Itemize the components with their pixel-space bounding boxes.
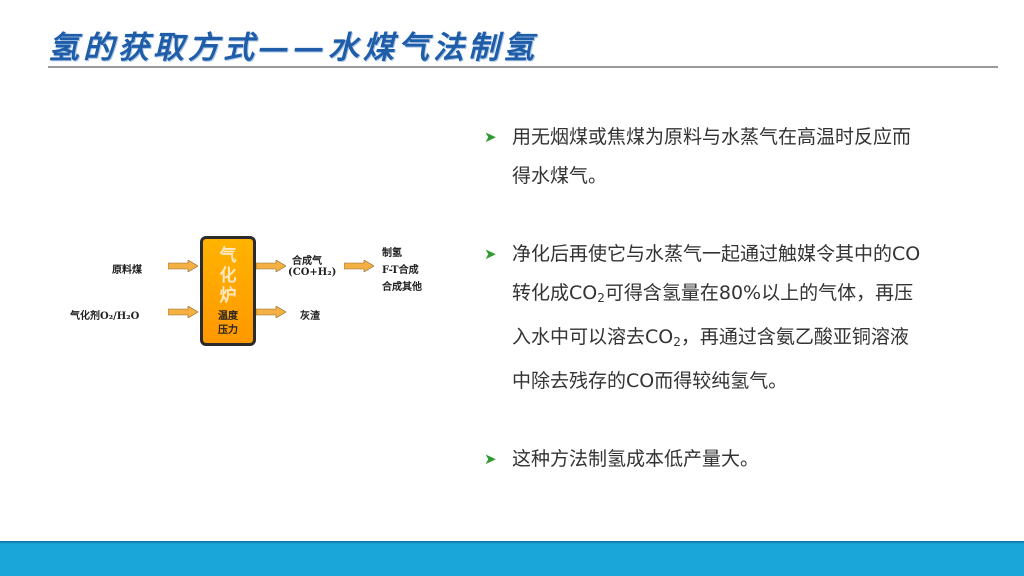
bullet-list: ➤ 用无烟煤或焦煤为原料与水蒸气在高温时反应而得水煤气。 ➤ 净化后再使它与水蒸…: [484, 118, 924, 479]
input-coal-label: 原料煤: [112, 265, 142, 276]
product-ft-synthesis: F-T合成: [382, 265, 419, 276]
bullet-text: 用无烟煤或焦煤为原料与水蒸气在高温时反应而得水煤气。: [512, 126, 912, 187]
bullet-item: ➤ 这种方法制氢成本低产量大。: [484, 440, 924, 479]
bullet-text: 这种方法制氢成本低产量大。: [512, 448, 760, 470]
product-other-synthesis: 合成其他: [382, 282, 422, 293]
input-gasifier-agent-label: 气化剂O₂/H₂O: [70, 311, 140, 322]
subscript: 2: [597, 291, 605, 305]
furnace-char-2: 化: [219, 266, 237, 286]
bullet-item: ➤ 净化后再使它与水蒸气一起通过触媒令其中的CO转化成CO2可得含氢量在80%以…: [484, 235, 924, 401]
product-hydrogen: 制氢: [382, 248, 402, 259]
bullet-text-part: 可得含氢量在80%以上的气体，再压入水中可以溶去CO: [512, 282, 914, 348]
arrow-bullet-icon: ➤: [484, 245, 497, 263]
bullet-text-part: ，再通过含氨乙酸亚铜溶液中除去残存的CO而得较纯氢气。: [512, 326, 909, 392]
bullet-text-part: 净化后再使它与水蒸气一起通过触媒令其中的CO转化成CO: [512, 243, 921, 304]
furnace-condition-pressure: 压力: [218, 325, 238, 336]
title-divider: [48, 66, 998, 68]
bullet-item: ➤ 用无烟煤或焦煤为原料与水蒸气在高温时反应而得水煤气。: [484, 118, 924, 196]
gasification-diagram: 原料煤 气化剂O₂/H₂O 气 化 炉 温度 压力 合成气 (CO+H₂) 灰渣…: [60, 230, 460, 350]
arrow-bullet-icon: ➤: [484, 128, 497, 146]
right-arrow-icon: [344, 260, 374, 272]
arrow-bullet-icon: ➤: [484, 450, 497, 468]
furnace-char-1: 气: [219, 246, 237, 266]
subscript: 2: [673, 335, 681, 349]
syngas-formula: (CO+H₂): [288, 267, 337, 278]
right-arrow-icon: [168, 260, 198, 272]
slide-title: 氢的获取方式——水煤气法制氢: [48, 30, 538, 66]
right-arrow-icon: [256, 306, 286, 318]
ash-label: 灰渣: [300, 311, 320, 322]
furnace-condition-temperature: 温度: [218, 311, 238, 322]
footer-bar: [0, 541, 1024, 576]
syngas-label: 合成气: [292, 256, 322, 267]
right-arrow-icon: [168, 306, 198, 318]
right-arrow-icon: [256, 260, 286, 272]
gasifier-furnace: 气 化 炉 温度 压力: [200, 236, 256, 346]
furnace-char-3: 炉: [219, 286, 237, 306]
